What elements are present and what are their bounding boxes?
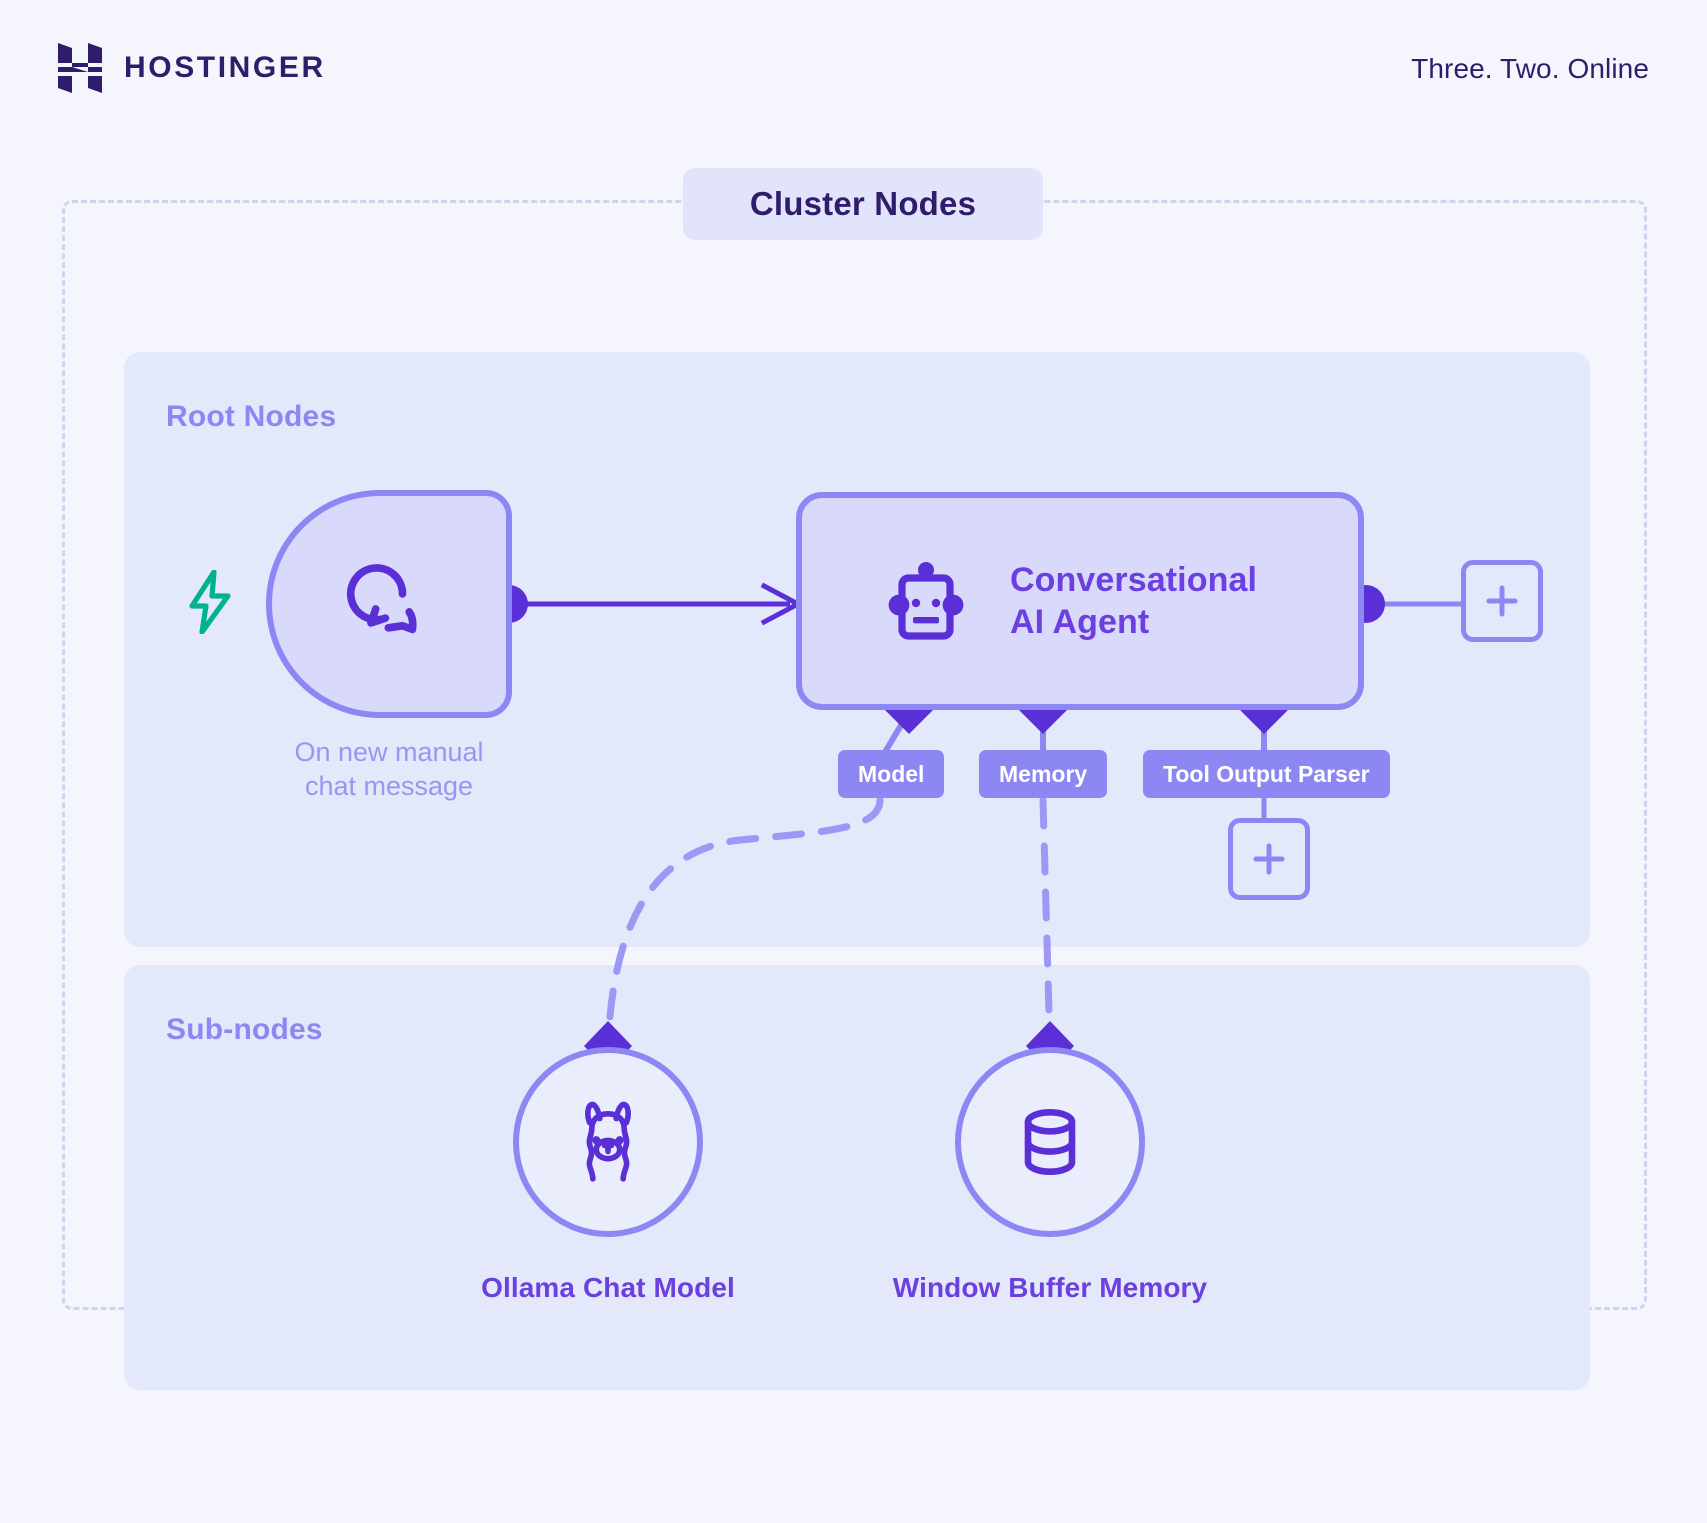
brand-name: HOSTINGER	[124, 51, 326, 84]
connector-chip-model[interactable]: Model	[838, 750, 945, 798]
root-nodes-title: Root Nodes	[166, 400, 337, 433]
database-icon	[1024, 1109, 1076, 1175]
sub-nodes-title: Sub-nodes	[166, 1013, 323, 1046]
llama-icon	[585, 1101, 631, 1182]
connector-chip-memory[interactable]: Memory	[979, 750, 1108, 798]
add-node-button-tool-output-parser[interactable]	[1228, 818, 1310, 900]
sub-node-ollama-chat-model[interactable]	[513, 1047, 703, 1237]
sub-nodes-panel: Sub-nodes	[124, 965, 1590, 1390]
trigger-caption-line2: chat message	[304, 771, 474, 802]
connector-chip-tool-output-parser[interactable]: Tool Output Parser	[1143, 750, 1390, 798]
plus-icon	[1486, 585, 1518, 617]
sub-node-label-window-buffer-memory: Window Buffer Memory	[892, 1272, 1208, 1303]
agent-title-line1: Conversational	[1010, 560, 1258, 599]
cluster-badge: Cluster Nodes	[683, 168, 1043, 240]
trigger-node-on-new-manual-chat-message[interactable]	[266, 490, 512, 718]
agent-title: Conversational AI Agent	[1010, 559, 1257, 643]
trigger-caption-line1: On new manual	[294, 737, 484, 767]
tagline: Three. Two. Online	[1411, 53, 1649, 84]
hostinger-h-logo-icon	[58, 43, 102, 93]
conversational-ai-agent-node[interactable]: Conversational AI Agent	[796, 492, 1364, 710]
lightning-bolt-icon	[189, 570, 231, 634]
brand-logo: HOSTINGER	[58, 43, 326, 93]
agent-title-line2: AI Agent	[1010, 603, 1150, 641]
robot-icon	[888, 562, 964, 640]
add-node-button-right[interactable]	[1461, 560, 1543, 642]
chat-bubble-icon	[346, 564, 417, 634]
sub-node-label-ollama-chat-model: Ollama Chat Model	[481, 1272, 735, 1303]
sub-node-window-buffer-memory[interactable]	[955, 1047, 1145, 1237]
plus-icon	[1253, 843, 1285, 875]
trigger-node-caption: On new manual chat message	[236, 735, 542, 803]
